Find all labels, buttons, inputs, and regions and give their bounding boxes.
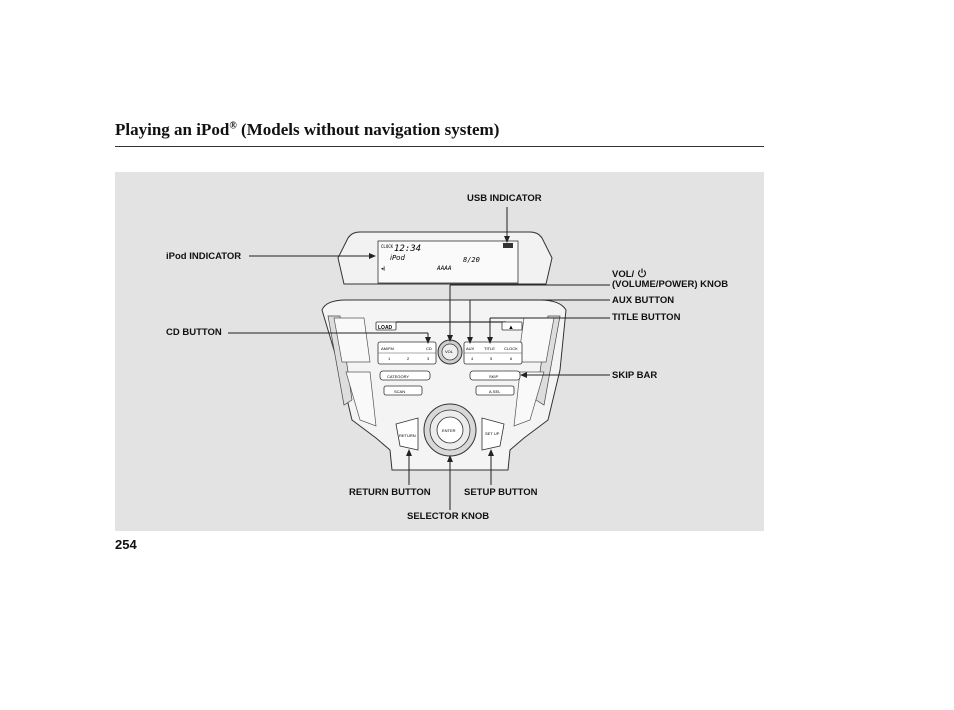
vol-callout-line2: (VOLUME/POWER) KNOB: [612, 279, 729, 290]
skip-label: SKIP: [489, 374, 498, 379]
cd-button-callout: CD BUTTON: [166, 327, 222, 338]
scan-button[interactable]: [383, 385, 423, 396]
preset-2[interactable]: 2: [407, 356, 410, 361]
aux-label: AUX: [466, 346, 475, 351]
setup-button-callout: SETUP BUTTON: [464, 487, 538, 498]
am-fm-label: AM/FM: [381, 346, 394, 351]
page-title: Playing an iPod® (Models without navigat…: [115, 120, 499, 140]
clock-label: CLOCK: [504, 346, 518, 351]
title-button-callout: TITLE BUTTON: [612, 312, 681, 323]
aux-button-callout: AUX BUTTON: [612, 295, 675, 306]
return-label: RETURN: [399, 433, 416, 438]
power-icon: [637, 268, 646, 278]
title-label: TITLE: [484, 346, 495, 351]
category-label: CATEGORY: [387, 374, 409, 379]
lcd-ipod-mode: iPod: [390, 254, 405, 262]
vol-callout-line1: VOL/: [612, 269, 635, 280]
load-label: LOAD: [378, 325, 393, 331]
vol-label: VOL: [445, 349, 454, 354]
title-main: Playing an iPod: [115, 120, 230, 139]
eject-button[interactable]: [501, 321, 523, 331]
page-number: 254: [115, 537, 137, 552]
title-rule: [115, 146, 764, 147]
lcd-screen: [377, 240, 519, 284]
vol-callout: VOL/: [612, 268, 647, 280]
setup-button-shape[interactable]: [481, 417, 505, 451]
lcd-track: 8/20: [463, 256, 480, 264]
return-button-callout: RETURN BUTTON: [349, 487, 431, 498]
usb-indicator-icon: [503, 243, 513, 248]
leader-arrowheads: [369, 236, 527, 462]
display-unit: CLOCK 12:34 iPod 8/20 AAAA ◂): [337, 231, 553, 285]
console-body: LOAD ▲ AM/FM CD 1 2 3 AUX TITLE CLOCK 4 …: [321, 299, 567, 471]
preset-1[interactable]: 1: [388, 356, 391, 361]
lcd-clock-label: CLOCK: [381, 244, 394, 249]
lcd-text: AAAA: [436, 265, 452, 272]
ipod-indicator-callout: iPod INDICATOR: [166, 251, 242, 262]
lcd-time: 12:34: [394, 244, 421, 254]
a-sel-label: A.SEL: [489, 389, 501, 394]
leader-lines: [228, 207, 610, 510]
scan-label: SCAN: [394, 389, 405, 394]
skip-bar[interactable]: [469, 370, 521, 381]
preset-3[interactable]: 3: [427, 356, 430, 361]
return-button[interactable]: [395, 417, 419, 451]
registered-mark: ®: [229, 120, 237, 132]
preset-5[interactable]: 5: [490, 356, 493, 361]
skip-bar-callout: SKIP BAR: [612, 370, 658, 381]
load-button[interactable]: [375, 321, 397, 331]
a-sel-button[interactable]: [475, 385, 515, 396]
cd-label: CD: [426, 346, 432, 351]
category-bar[interactable]: [379, 370, 431, 381]
usb-indicator-callout: USB INDICATOR: [467, 193, 542, 204]
enter-label: ENTER: [442, 428, 456, 433]
preset-4[interactable]: 4: [471, 356, 474, 361]
eject-label: ▲: [508, 325, 514, 331]
selector-knob-callout: SELECTOR KNOB: [407, 511, 490, 522]
title-suffix: (Models without navigation system): [236, 120, 500, 139]
preset-6[interactable]: 6: [510, 356, 513, 361]
lcd-speaker-icon: ◂): [381, 266, 386, 272]
setup-label: SET UP: [485, 431, 500, 436]
